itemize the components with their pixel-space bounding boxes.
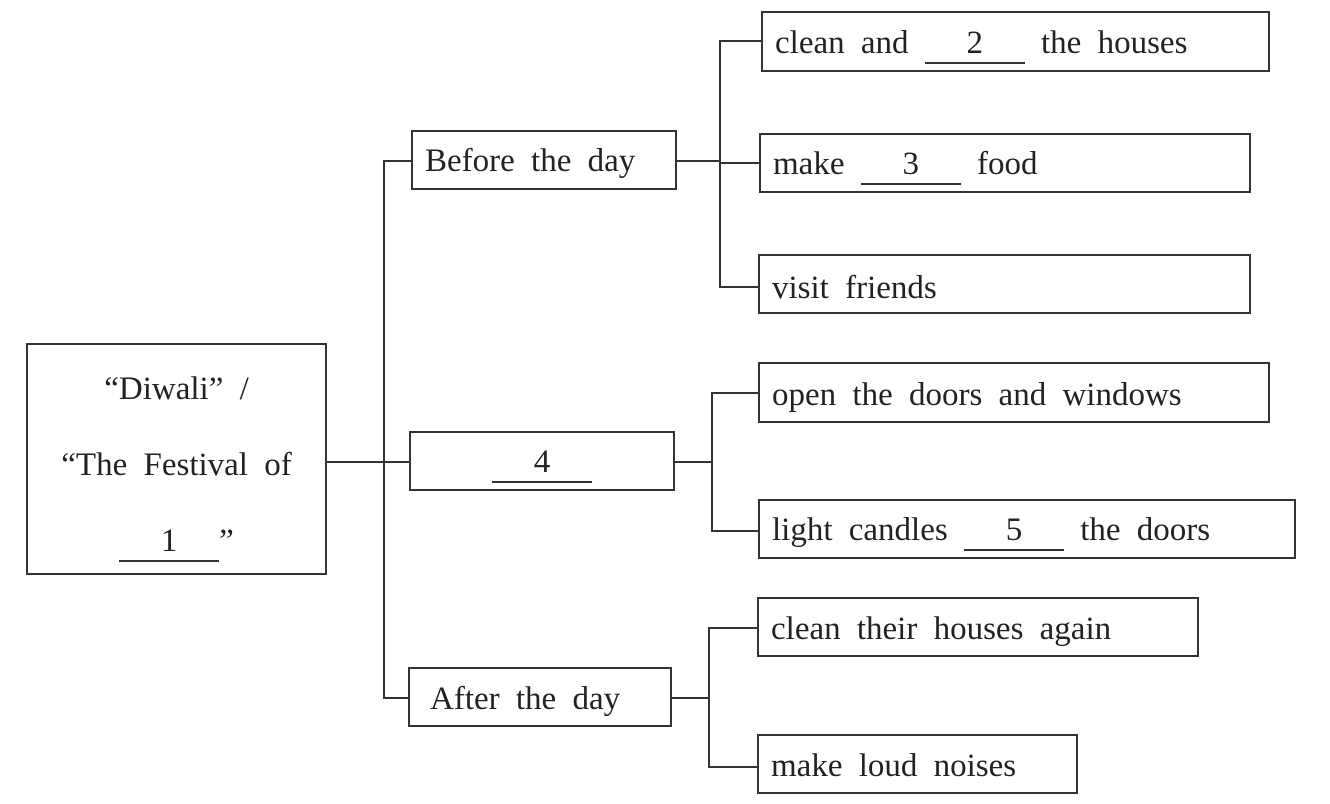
connector-root bbox=[327, 461, 385, 463]
branch-label: Before the day bbox=[425, 143, 636, 179]
blank-2: 2 bbox=[924, 27, 1025, 64]
connector-b2-item1 bbox=[711, 392, 758, 394]
root-title-line1: “Diwali” / bbox=[104, 371, 249, 407]
branch-label: After the day bbox=[430, 681, 621, 717]
blank-4: 4 bbox=[492, 446, 592, 483]
item-text: make loud noises bbox=[771, 748, 1017, 784]
item-text: make bbox=[773, 146, 845, 182]
connector-b2-out bbox=[675, 461, 713, 463]
connector-branch-2 bbox=[383, 461, 411, 463]
item-text: food bbox=[976, 146, 1038, 182]
branch-blank-4: 4 bbox=[409, 431, 675, 491]
item-clean-and-blank-the-houses: clean and 2 the houses bbox=[761, 11, 1270, 72]
item-clean-their-houses-again: clean their houses again bbox=[757, 597, 1199, 657]
root-title-line3: 1” bbox=[28, 525, 325, 562]
connector-b3-item2 bbox=[708, 766, 758, 768]
item-make-loud-noises: make loud noises bbox=[757, 734, 1078, 794]
item-text: visit friends bbox=[772, 270, 937, 306]
item-text: the doors bbox=[1080, 512, 1211, 548]
item-open-the-doors-and-windows: open the doors and windows bbox=[758, 362, 1270, 423]
root-title-line2: “The Festival of bbox=[61, 447, 292, 483]
item-text: the houses bbox=[1041, 25, 1188, 61]
blank-3: 3 bbox=[860, 148, 961, 185]
item-make-blank-food: make 3 food bbox=[759, 133, 1251, 193]
connector-b1-item2 bbox=[719, 162, 760, 164]
connector-b3-item1 bbox=[708, 627, 758, 629]
connector-b1-item1 bbox=[719, 40, 761, 42]
item-light-candles-blank-the-doors: light candles 5 the doors bbox=[758, 499, 1296, 559]
item-text: light candles bbox=[772, 512, 948, 548]
connector-b1-out bbox=[677, 160, 721, 162]
item-visit-friends: visit friends bbox=[758, 254, 1251, 314]
connector-trunk bbox=[383, 160, 385, 698]
root-node: “Diwali” / “The Festival of 1” bbox=[26, 343, 327, 575]
item-text: clean their houses again bbox=[771, 611, 1112, 647]
connector-b1-spine bbox=[719, 40, 721, 288]
blank-5: 5 bbox=[963, 514, 1064, 551]
item-text: clean and bbox=[775, 25, 909, 61]
connector-b3-out bbox=[672, 697, 710, 699]
connector-b3-spine bbox=[708, 627, 710, 768]
item-text: open the doors and windows bbox=[772, 377, 1182, 413]
connector-branch-1 bbox=[383, 160, 412, 162]
connector-b1-item3 bbox=[719, 286, 759, 288]
close-quote: ” bbox=[219, 523, 234, 559]
connector-b2-spine bbox=[711, 392, 713, 532]
branch-after-the-day: After the day bbox=[408, 667, 672, 727]
blank-1: 1 bbox=[119, 525, 220, 562]
connector-b2-item2 bbox=[711, 530, 758, 532]
connector-branch-3 bbox=[383, 697, 410, 699]
branch-before-the-day: Before the day bbox=[411, 130, 677, 190]
